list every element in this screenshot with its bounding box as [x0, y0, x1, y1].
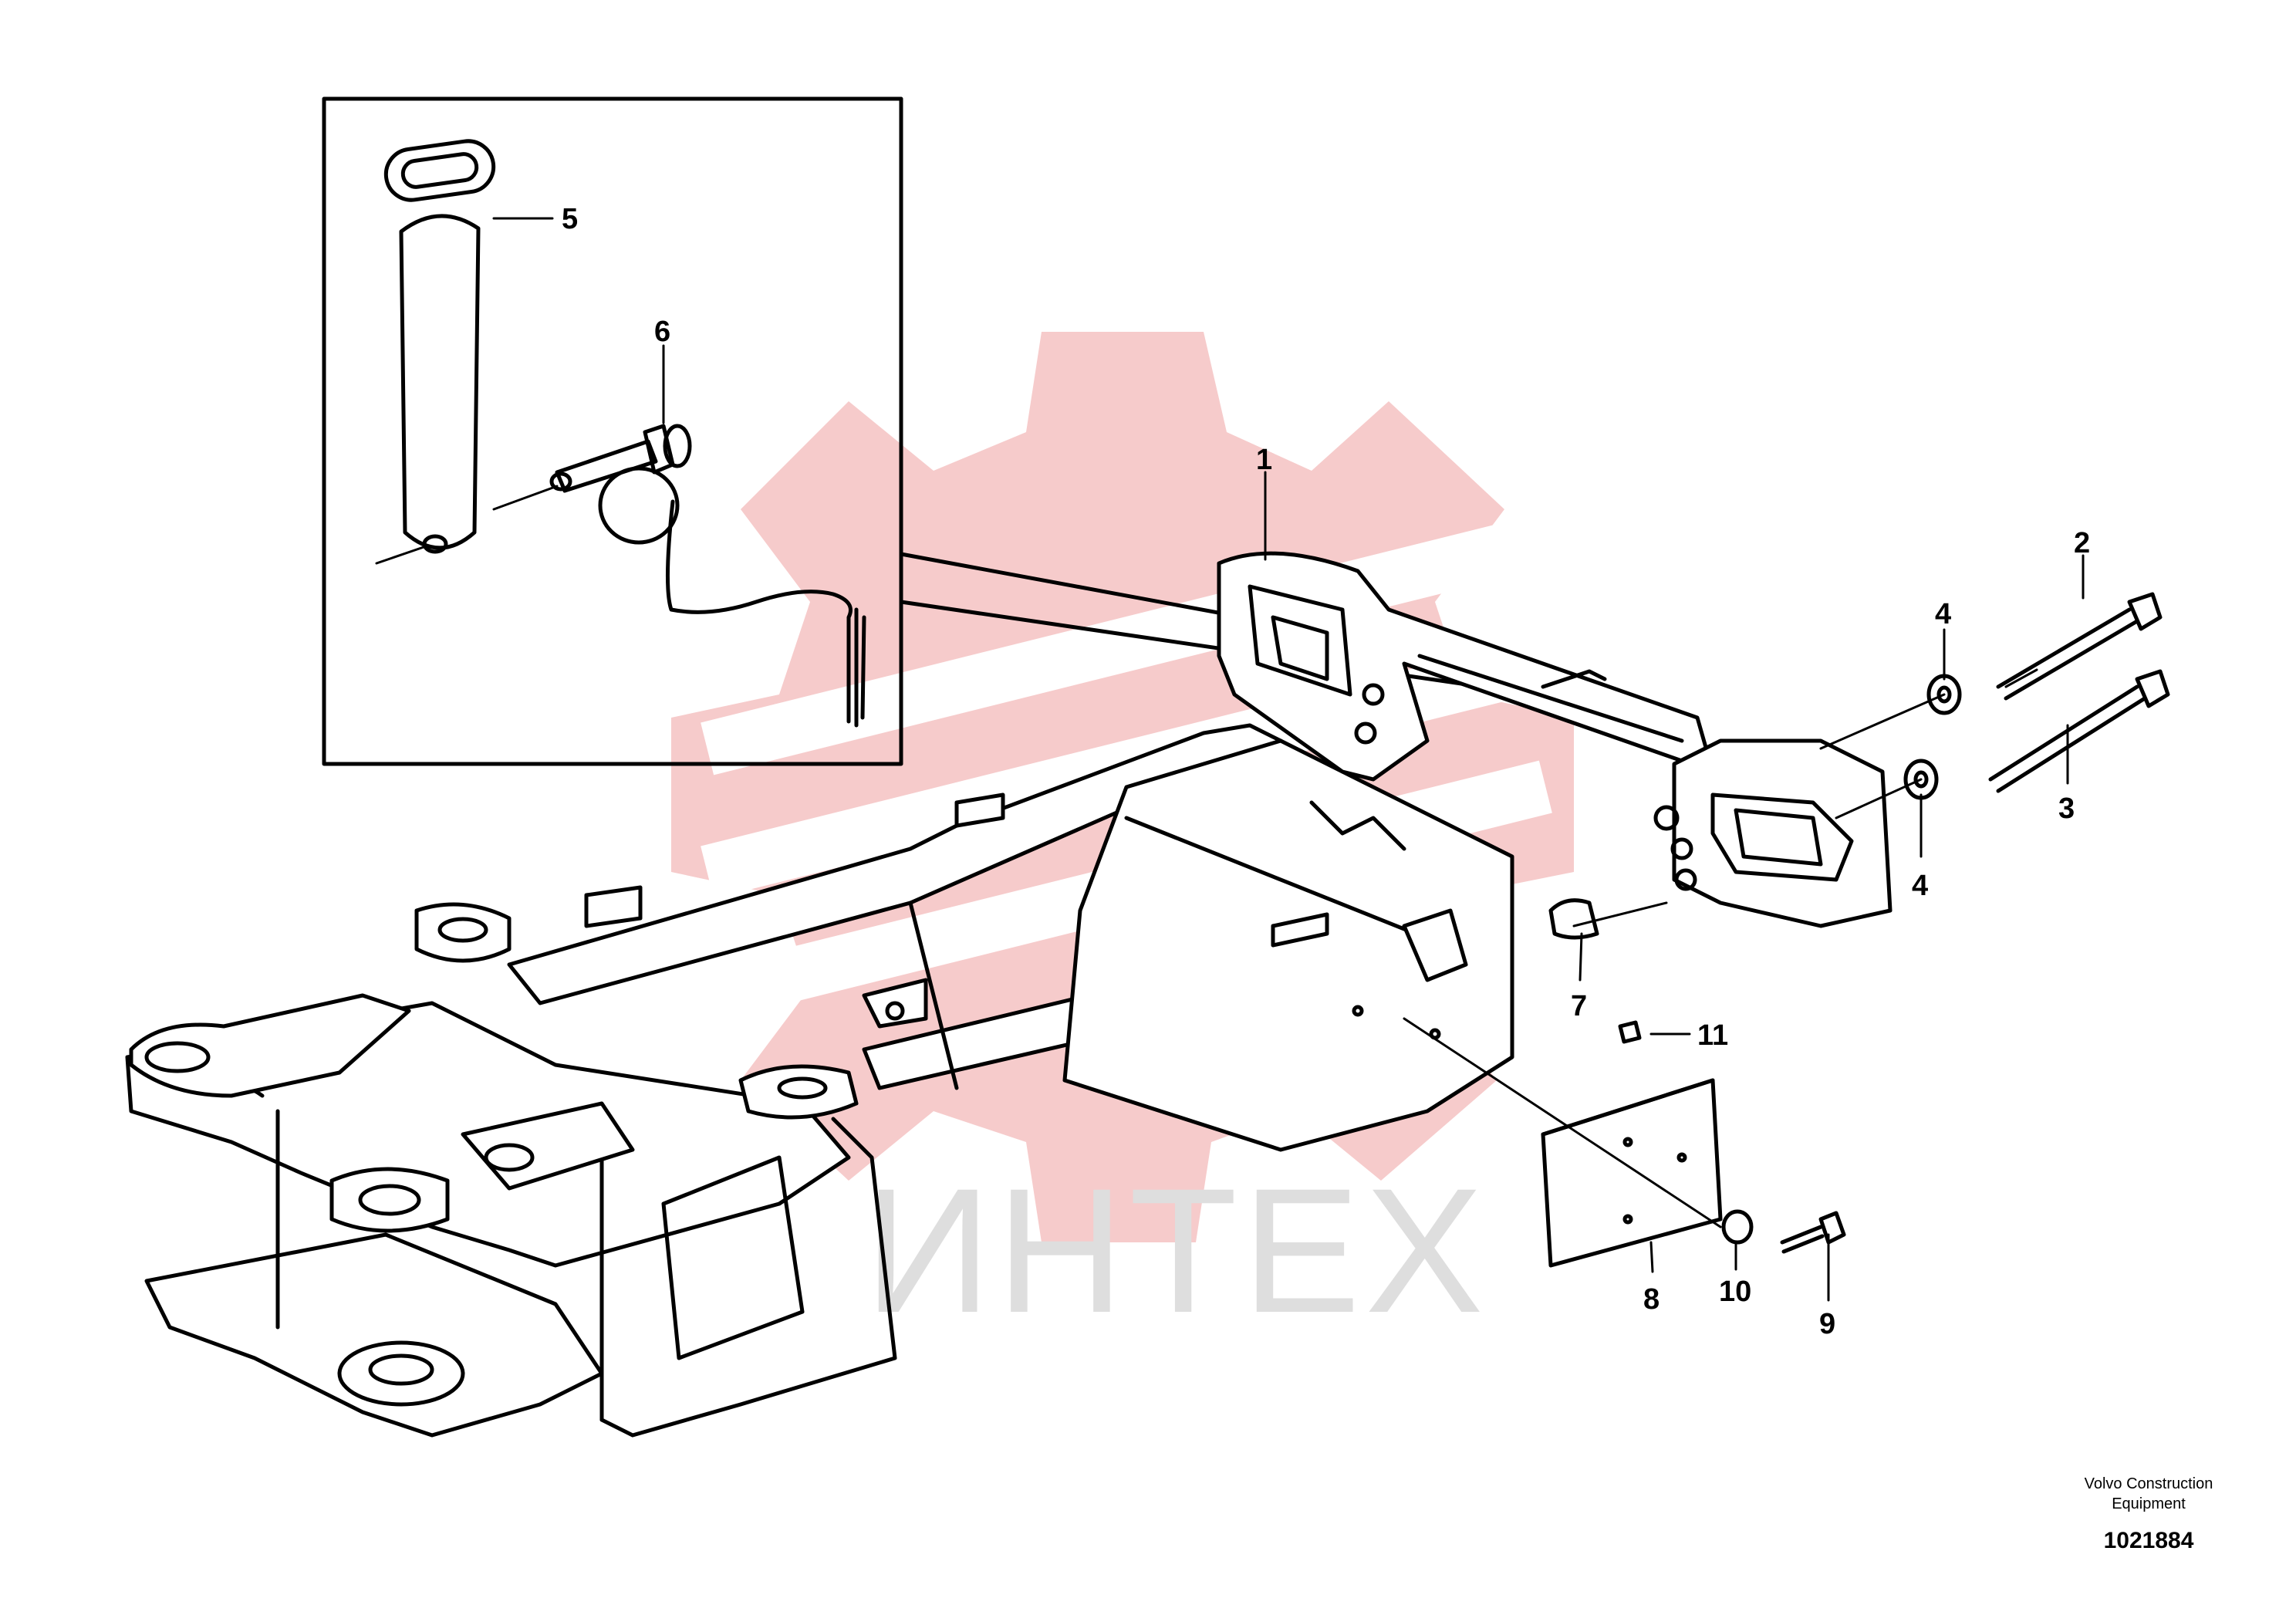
inset-frame [322, 96, 903, 766]
linch-pin-with-chain [492, 424, 866, 728]
bolt-long-upper [1996, 592, 2163, 701]
bolt-long-lower [1988, 669, 2170, 793]
callout-8: 8 [1643, 1283, 1660, 1316]
credit-company-line2: Equipment [2112, 1495, 2186, 1512]
callout-3: 3 [2058, 792, 2075, 825]
callout-5: 5 [562, 203, 578, 235]
machine-frame [125, 723, 1514, 1438]
callout-1: 1 [1256, 444, 1272, 476]
counterweight-bracket [1217, 551, 1715, 782]
drawing-number: 1021884 [2103, 1528, 2194, 1553]
callout-9: 9 [1819, 1308, 1835, 1340]
leader-lines [492, 217, 2085, 1302]
rear-plate [1653, 738, 1893, 928]
callout-4-lower: 4 [1912, 870, 1928, 902]
watermark-text: ИНТЕХ [864, 1151, 1488, 1350]
plug [1548, 898, 1599, 940]
washer-small [1721, 1209, 1754, 1245]
callout-2: 2 [2074, 527, 2090, 559]
callout-4-upper: 4 [1935, 598, 1951, 630]
lock-pin [375, 139, 496, 565]
weight-plate [1541, 1078, 1723, 1268]
callout-11: 11 [1697, 1019, 1728, 1052]
credit-company-line1: Volvo Construction [2084, 1475, 2213, 1492]
bolt-small [1780, 1211, 1846, 1254]
grease-nipple [1618, 1020, 1642, 1044]
credit-block: Volvo Construction Equipment 1021884 [2037, 1474, 2261, 1554]
callout-6: 6 [654, 316, 670, 348]
callout-7: 7 [1571, 990, 1587, 1022]
callout-10: 10 [1719, 1276, 1751, 1308]
